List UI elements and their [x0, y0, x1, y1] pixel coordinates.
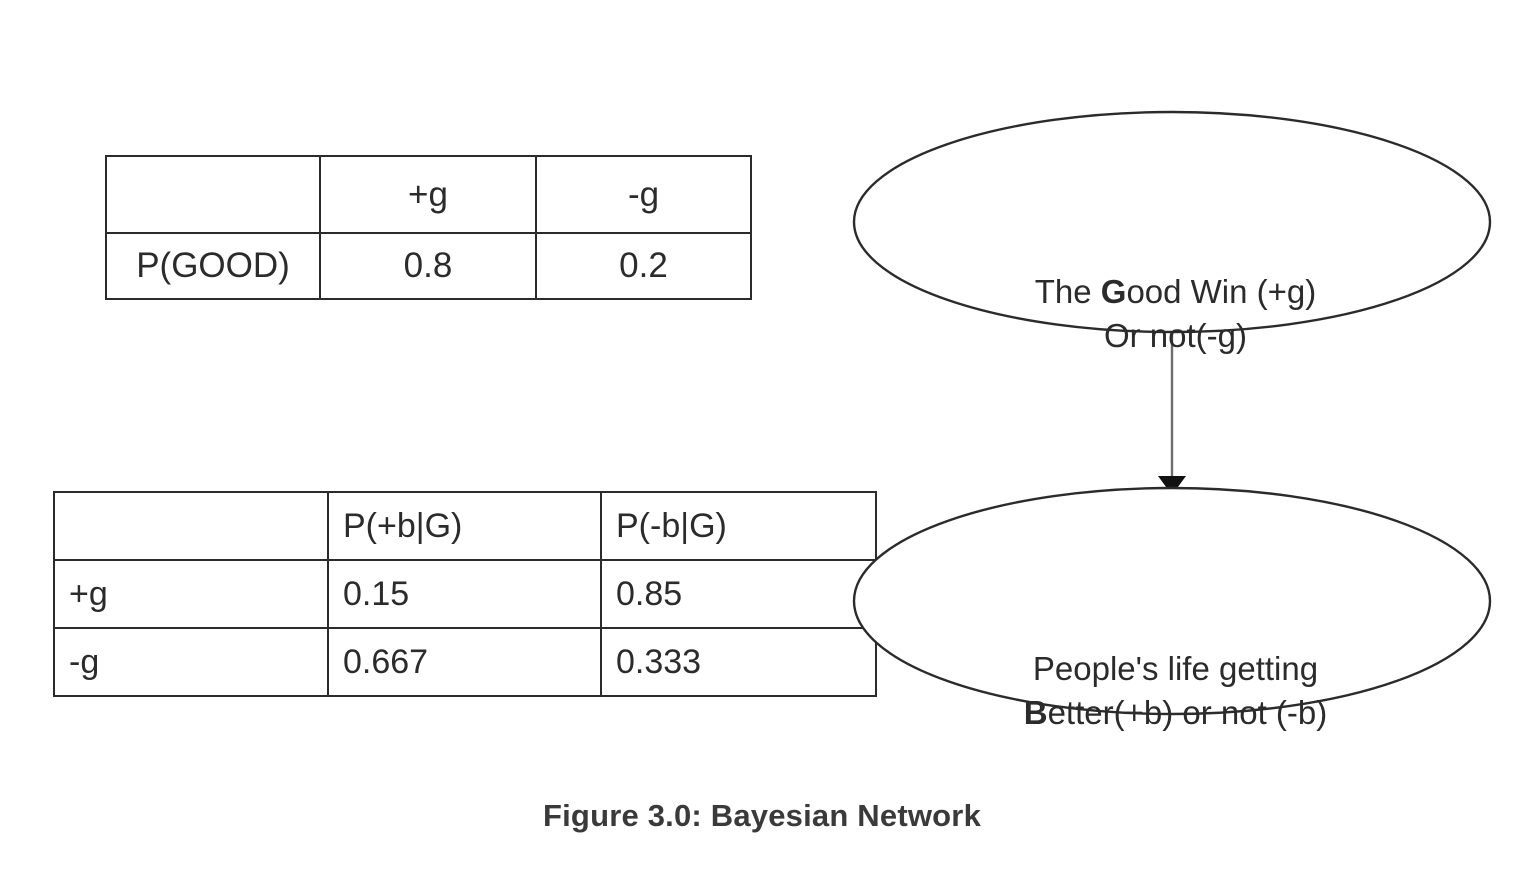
prior-value-minus-g: 0.2: [535, 232, 752, 300]
node-good-line2: Or not(-g): [1103, 316, 1248, 354]
table-row: +g 0.15 0.85: [53, 559, 877, 629]
prior-header-minus-g: -g: [535, 155, 752, 234]
prior-row-label: P(GOOD): [105, 232, 321, 300]
prior-value-plus-g: 0.8: [319, 232, 537, 300]
cond-value-plus-g-plus-b: 0.15: [327, 559, 602, 629]
node-good-line1-post: ood Win (+g): [1126, 273, 1317, 310]
cond-value-minus-g-plus-b: 0.667: [327, 627, 602, 697]
cond-header-blank: [53, 491, 329, 561]
node-better-label: People's life getting Better(+b) or not …: [853, 647, 1498, 734]
prior-header-plus-g: +g: [319, 155, 537, 234]
cond-header-p-minus-b: P(-b|G): [600, 491, 877, 561]
figure-caption: Figure 3.0: Bayesian Network: [542, 798, 982, 833]
table-row: +g -g: [105, 155, 752, 234]
node-good-line1-bold: G: [1100, 273, 1127, 310]
node-better-line1: People's life getting: [1032, 650, 1319, 687]
node-good-line1: The Good Win (+g): [853, 270, 1498, 314]
node-good-label: The Good Win (+g) Or not(-g): [853, 270, 1498, 357]
node-better-line2-post: etter(+b) or not (-b): [1047, 693, 1328, 731]
prior-header-blank: [105, 155, 321, 234]
cond-row-label-plus-g: +g: [53, 559, 329, 629]
node-better-ellipse[interactable]: [852, 486, 1492, 716]
cond-value-plus-g-minus-b: 0.85: [600, 559, 877, 629]
prior-probability-table: +g -g P(GOOD) 0.8 0.2: [105, 155, 752, 300]
node-better-line2-bold: B: [1023, 693, 1048, 731]
cond-header-p-plus-b: P(+b|G): [327, 491, 602, 561]
node-good-ellipse[interactable]: [852, 110, 1492, 334]
table-row: P(GOOD) 0.8 0.2: [105, 232, 752, 300]
conditional-probability-table: P(+b|G) P(-b|G) +g 0.15 0.85 -g 0.667 0.…: [53, 491, 877, 697]
bayesian-network-graph: The Good Win (+g) Or not(-g) People's li…: [845, 100, 1505, 731]
graph-svg: [852, 110, 1492, 716]
node-better-line2: Better(+b) or not (-b): [853, 691, 1498, 735]
cond-value-minus-g-minus-b: 0.333: [600, 627, 877, 697]
edge-arrowhead-icon: [1158, 476, 1186, 495]
node-good-line1-pre: The: [1034, 273, 1101, 310]
table-row: -g 0.667 0.333: [53, 627, 877, 697]
cond-row-label-minus-g: -g: [53, 627, 329, 697]
table-row: P(+b|G) P(-b|G): [53, 491, 877, 561]
